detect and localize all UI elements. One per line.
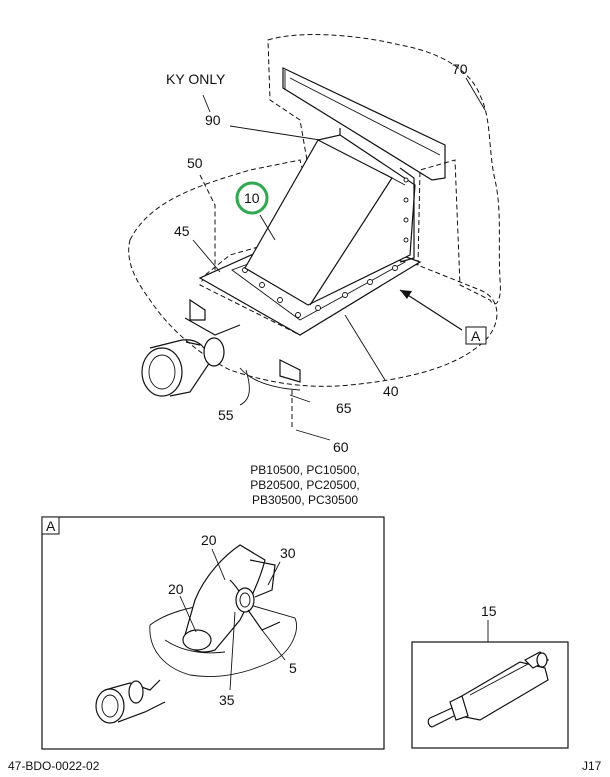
pipe-elbow [141, 337, 225, 397]
detail-a-callout-20-left: 20 [168, 581, 184, 597]
detail-15-callout: 15 [481, 603, 497, 619]
detail-a-callout-5: 5 [289, 660, 297, 676]
callout-65: 65 [336, 400, 352, 416]
callout-10[interactable]: 10 [244, 190, 260, 206]
detail-a [41, 516, 385, 750]
callout-40: 40 [383, 383, 399, 399]
model-line-2: PB20500, PC20500, [250, 478, 359, 492]
upper-rail [282, 67, 446, 181]
doc-number: 47-BDO-0022-02 [8, 759, 100, 773]
model-line-3: PB30500, PC30500 [252, 493, 358, 507]
detail-a-tag: A [46, 518, 56, 534]
main-illustration [128, 34, 501, 441]
highlight-ring [235, 181, 269, 215]
model-line-1: PB10500, PC10500, [250, 463, 359, 477]
detail-a-frame [41, 516, 385, 750]
floor-outline [128, 159, 498, 387]
firewall-outline [267, 34, 501, 305]
detail-a-tag-box [41, 516, 60, 535]
detail-a-callout-20-top: 20 [201, 532, 217, 548]
callout-45: 45 [174, 223, 190, 239]
lower-bracket [189, 298, 206, 321]
page-code: J17 [582, 759, 602, 773]
detail-15-frame [411, 641, 569, 749]
view-ref-a: A [471, 328, 481, 344]
callout-60: 60 [333, 439, 349, 455]
callout-ky-only: KY ONLY [166, 71, 226, 87]
callout-50: 50 [187, 155, 203, 171]
callout-55: 55 [218, 407, 234, 423]
callout-90: 90 [205, 112, 221, 128]
detail-15 [411, 620, 569, 749]
detail-a-callout-30: 30 [280, 545, 296, 561]
view-a-box [465, 326, 487, 345]
callout-70: 70 [452, 61, 468, 77]
detail-a-callout-35: 35 [219, 692, 235, 708]
